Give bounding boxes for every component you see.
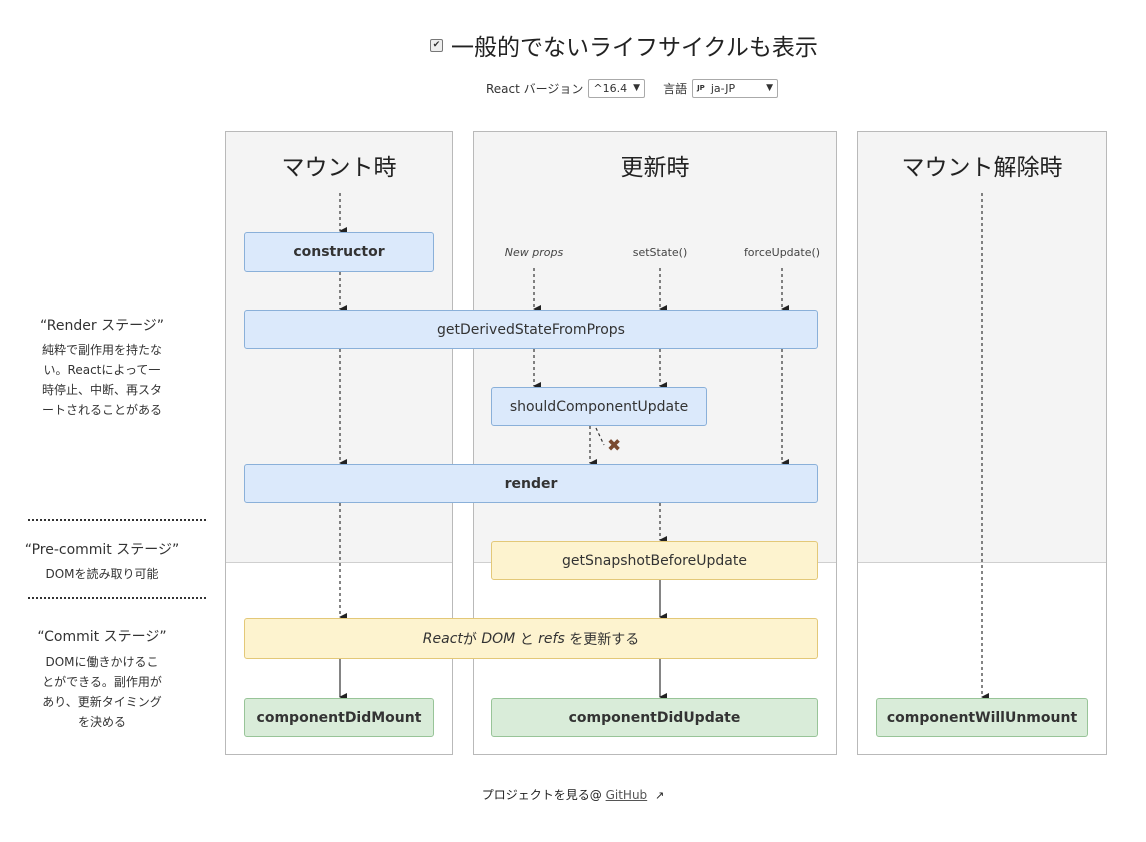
- react-version-value: ^16.4: [593, 82, 628, 95]
- language-label: 言語: [663, 82, 688, 96]
- component-will-unmount-box[interactable]: componentWillUnmount: [876, 698, 1088, 737]
- footer: プロジェクトを見る@ GitHub ↗: [0, 786, 1146, 803]
- cancel-x-icon: ✖: [607, 436, 622, 456]
- render-stage-description: 純粋で副作用を持たな い。Reactによって一 時停止、中断、再スタ ートされる…: [41, 343, 162, 417]
- update-dom-tail: を更新する: [569, 631, 640, 648]
- jp-flag-icon: JP: [697, 84, 705, 92]
- precommit-stage-description: DOMを読み取り可能: [45, 567, 159, 581]
- trigger-forceupdate: forceUpdate(): [743, 246, 821, 259]
- checkbox-checked-icon[interactable]: ✔: [430, 38, 443, 52]
- github-link[interactable]: GitHub: [605, 788, 648, 802]
- component-did-update-box[interactable]: componentDidUpdate: [491, 698, 818, 737]
- language-select[interactable]: JP ja-JP ▼: [692, 79, 779, 98]
- get-snapshot-before-update-box[interactable]: getSnapshotBeforeUpdate: [491, 541, 818, 580]
- component-did-mount-box[interactable]: componentDidMount: [244, 698, 434, 737]
- trigger-setstate: setState(): [632, 246, 688, 259]
- stage-divider: [28, 519, 206, 521]
- commit-stage-title: “Commit ステージ”: [37, 629, 167, 645]
- constructor-box[interactable]: constructor: [244, 232, 434, 272]
- update-dom-ga: が: [462, 631, 477, 648]
- should-component-update-box[interactable]: shouldComponentUpdate: [491, 387, 707, 426]
- precommit-stage-title: “Pre-commit ステージ”: [24, 542, 180, 558]
- get-derived-state-from-props-box[interactable]: getDerivedStateFromProps: [244, 310, 818, 349]
- header-controls: React バージョン ^16.4 ▼ 言語 JP ja-JP ▼: [486, 79, 779, 98]
- footer-text: プロジェクトを見る@: [481, 788, 602, 802]
- show-uncommon-lifecycles-label: 一般的でないライフサイクルも表示: [451, 35, 818, 61]
- react-version-label: React バージョン: [486, 82, 584, 96]
- language-value: ja-JP: [710, 82, 736, 95]
- mount-column-title: マウント時: [281, 155, 397, 181]
- trigger-new-props: New props: [504, 246, 564, 259]
- update-column-title: 更新時: [620, 155, 690, 181]
- react-version-select[interactable]: ^16.4 ▼: [588, 79, 646, 98]
- update-dom-react: React: [422, 630, 463, 647]
- stage-divider: [28, 597, 206, 599]
- commit-stage-description: DOMに働きかけるこ とができる。副作用が あり、更新タイミング を決める: [42, 655, 162, 729]
- render-stage-title: “Render ステージ”: [39, 318, 165, 334]
- unmount-column-title: マウント解除時: [901, 155, 1063, 181]
- dropdown-arrow-icon: ▼: [633, 83, 641, 93]
- external-link-icon[interactable]: ↗: [655, 789, 665, 802]
- arrow-scu-cancel: [595, 427, 605, 446]
- render-box[interactable]: render: [244, 464, 818, 503]
- show-uncommon-lifecycles-toggle[interactable]: ✔ 一般的でないライフサイクルも表示: [430, 28, 818, 62]
- update-dom-to: と: [519, 631, 534, 648]
- update-dom-refs: refs: [538, 630, 565, 647]
- dropdown-arrow-icon: ▼: [766, 83, 774, 93]
- update-dom-dom: DOM: [481, 630, 516, 647]
